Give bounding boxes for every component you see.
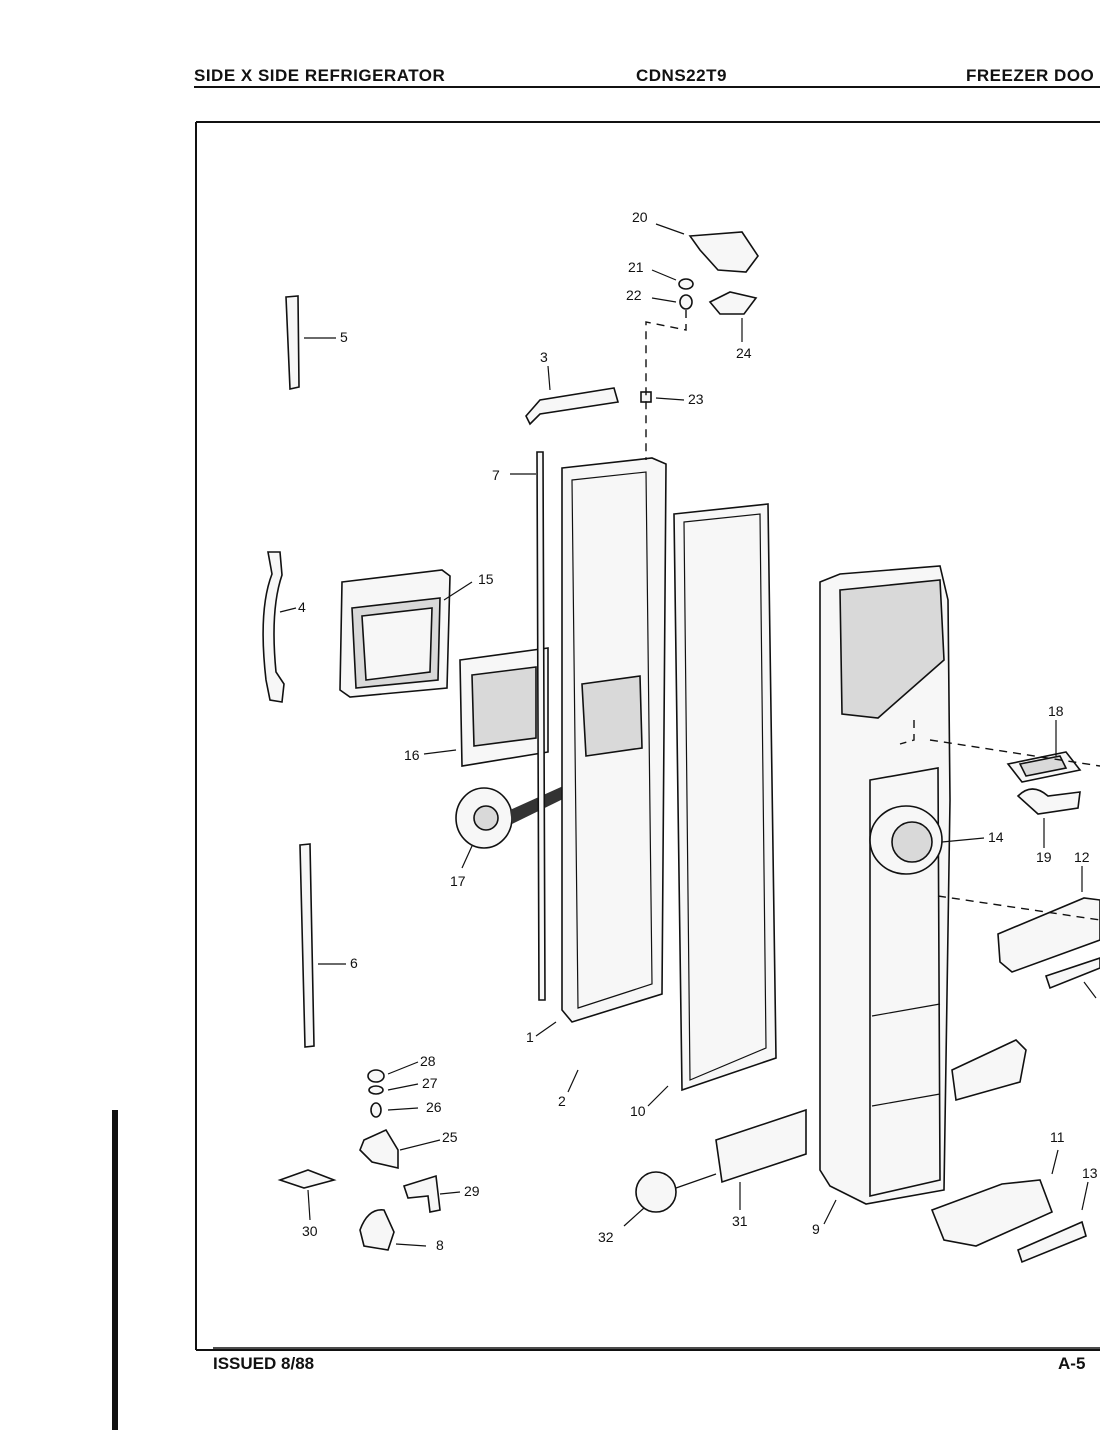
callout-5: 5 [340, 329, 348, 345]
part-25-lower-hinge [359, 1128, 399, 1170]
part-26-bushing [370, 1102, 382, 1118]
callout-29: 29 [464, 1183, 480, 1199]
callout-3: 3 [540, 349, 548, 365]
callout-14: 14 [988, 829, 1004, 845]
part-30-hinge-plate [277, 1169, 337, 1189]
part-19-bracket [1016, 788, 1081, 815]
callout-18: 18 [1048, 703, 1064, 719]
callout-30: 30 [302, 1223, 318, 1239]
callout-leaders [279, 223, 1097, 1247]
part-1-door-panel [561, 457, 667, 1023]
callout-2: 2 [558, 1093, 566, 1109]
alignment-dash-upper [899, 720, 915, 745]
part-29-bracket [402, 1174, 441, 1213]
callout-20: 20 [632, 209, 648, 225]
footer-issued-date: ISSUED 8/88 [213, 1354, 315, 1373]
callout-6: 6 [350, 955, 358, 971]
callout-17: 17 [450, 873, 466, 889]
part-20-upper-hinge [688, 231, 759, 273]
part-5-trim-strip [285, 295, 300, 390]
diagram-frame [195, 121, 1100, 1351]
callout-26: 26 [426, 1099, 442, 1115]
part-18-dispenser-cup [1006, 751, 1082, 783]
part-13-bin-trim [1017, 957, 1100, 1264]
callout-21: 21 [628, 259, 644, 275]
callout-28: 28 [420, 1053, 436, 1069]
callout-4: 4 [298, 599, 306, 615]
callout-labels: 1 2 3 4 5 6 7 8 9 10 11 12 13 14 15 16 1… [298, 209, 1098, 1253]
part-3-hinge-bracket [525, 387, 620, 426]
callout-25: 25 [442, 1129, 458, 1145]
header-rule [194, 86, 1100, 88]
callout-11: 11 [1050, 1129, 1065, 1145]
callout-22: 22 [626, 287, 642, 303]
part-11-lower-shelf [930, 1179, 1054, 1247]
alignment-dash-18 [929, 739, 1100, 767]
callout-32: 32 [598, 1229, 614, 1245]
hinge-axis-dash [645, 310, 687, 460]
header-model-number: CDNS22T9 [636, 66, 727, 85]
header-product-type: SIDE X SIDE REFRIGERATOR [194, 66, 446, 85]
callout-1: 1 [526, 1029, 534, 1045]
callout-9: 9 [812, 1221, 820, 1237]
part-9-inner-door-liner [819, 565, 951, 1205]
part-16-trim-plate [459, 647, 549, 767]
callout-10: 10 [630, 1103, 646, 1119]
part-12-door-bin [997, 897, 1100, 973]
binding-edge-line [112, 1110, 118, 1430]
part-28-spring [367, 1069, 385, 1083]
part-27-washer [368, 1085, 384, 1095]
part-24-hinge-plate [708, 291, 758, 315]
callout-27: 27 [422, 1075, 438, 1091]
footer-page-number: A-5 [1058, 1354, 1086, 1373]
part-10-door-gasket [673, 503, 777, 1092]
part-15-dispenser-housing [339, 569, 451, 698]
callout-31: 31 [732, 1213, 748, 1229]
callout-8: 8 [436, 1237, 444, 1253]
part-8-hinge-cover [359, 1209, 395, 1251]
part-21-washer [678, 278, 694, 290]
callout-7: 7 [492, 467, 500, 483]
part-4-door-handle [262, 551, 285, 703]
callout-13: 13 [1082, 1165, 1098, 1181]
part-6-trim-strip [299, 843, 315, 1048]
header-section-title: FREEZER DOO [966, 66, 1095, 85]
callout-19: 19 [1036, 849, 1052, 865]
callout-12: 12 [1074, 849, 1090, 865]
part-32-switch [635, 1171, 717, 1213]
part-31-lower-trim [715, 1108, 807, 1184]
part-dispenser-panel-right [951, 1039, 1027, 1102]
callout-15: 15 [478, 571, 494, 587]
callout-23: 23 [688, 391, 704, 407]
callout-16: 16 [404, 747, 420, 763]
part-22-bushing [679, 294, 693, 310]
callout-24: 24 [736, 345, 752, 361]
part-7-door-rod [536, 451, 546, 1001]
